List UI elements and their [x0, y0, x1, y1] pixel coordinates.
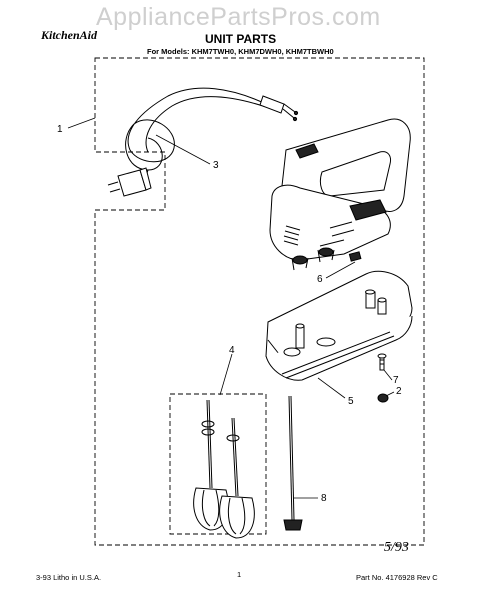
rod-part	[283, 395, 303, 531]
callout-3: 3	[213, 160, 219, 171]
callout-4: 4	[229, 345, 235, 356]
beater-right	[219, 417, 255, 539]
screw-part	[377, 353, 387, 371]
watermark: AppliancePartsPros.com	[96, 3, 381, 31]
callout-7: 7	[393, 375, 399, 386]
power-cord	[107, 87, 299, 197]
callout-5: 5	[348, 396, 354, 407]
assembly-outline	[94, 57, 425, 546]
clip-part	[348, 251, 362, 262]
footer-part-number: Part No. 4176928 Rev C	[356, 573, 438, 582]
callout-8: 8	[321, 493, 327, 504]
model-list: For Models: KHM7TWH0, KHM7DWH0, KHM7TBWH…	[147, 47, 334, 56]
callout-2: 2	[396, 386, 402, 397]
callout-leaders	[67, 117, 395, 499]
callout-6: 6	[317, 274, 323, 285]
bottom-housing	[265, 270, 413, 381]
foot-part	[377, 393, 389, 403]
callout-1: 1	[57, 124, 63, 135]
page-title: UNIT PARTS	[205, 32, 276, 46]
mixer-body	[269, 118, 411, 271]
brand-logo: KitchenAid	[40, 28, 98, 42]
footer-page-number: 1	[237, 570, 241, 579]
footer-litho: 3-93 Litho in U.S.A.	[36, 573, 101, 582]
beater-group-box	[169, 393, 267, 535]
date-mark: 5/93	[384, 540, 409, 555]
